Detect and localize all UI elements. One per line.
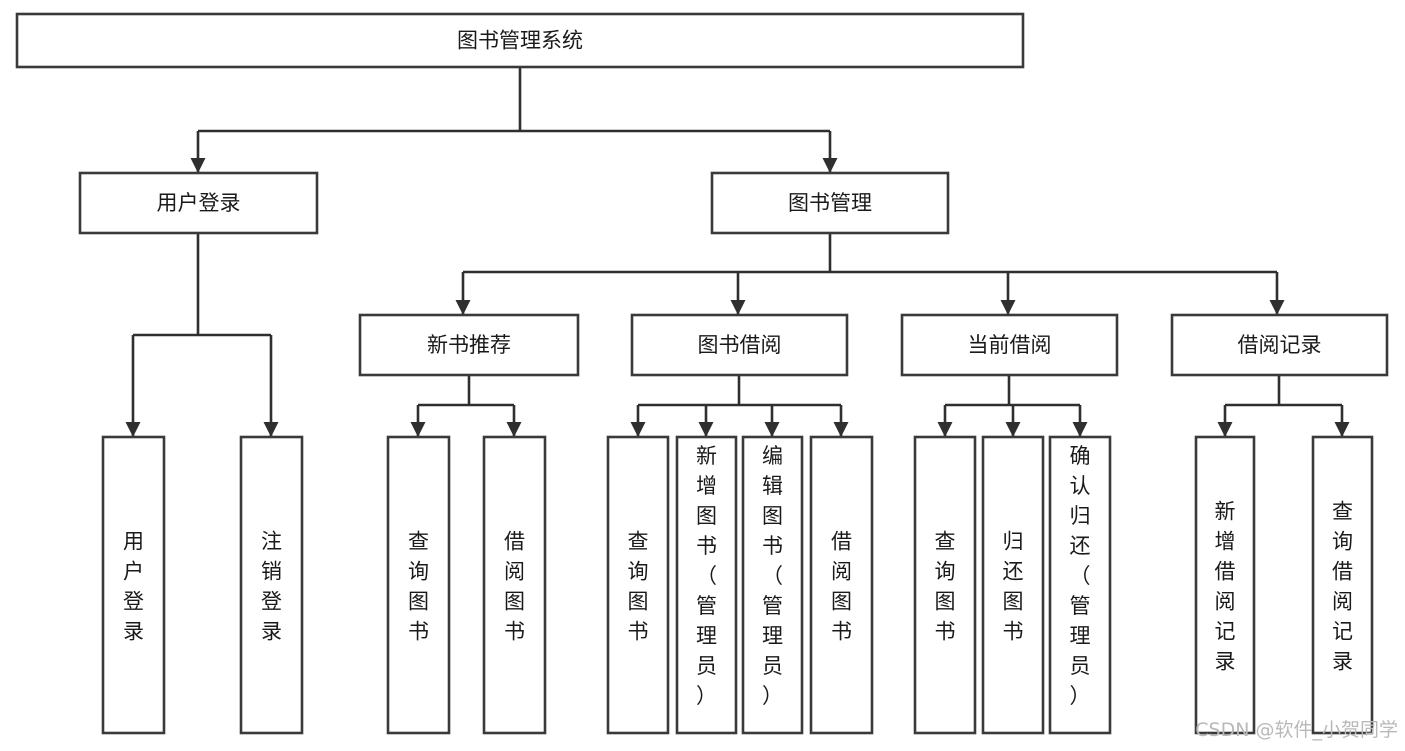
node-leaf-query-book-1[interactable]: 查询图书: [386, 435, 451, 735]
node-leaf-user-login[interactable]: 用户登录: [101, 435, 166, 735]
node-label-user-login: 用户登录: [157, 191, 241, 215]
node-box-leaf-confirm-return: [1048, 435, 1112, 735]
node-label-leaf-borrow-book-1: 借阅图书: [504, 529, 525, 643]
arrow-head-icon: [263, 422, 279, 437]
node-label-leaf-query-record: 查询借阅记录: [1332, 499, 1353, 673]
node-box-leaf-add-book: [675, 435, 738, 735]
node-box-leaf-query-book-1: [386, 435, 451, 735]
node-box-user-login: [78, 171, 319, 235]
node-leaf-add-book[interactable]: 新增图书（管理员）: [675, 435, 738, 735]
csdn-watermark: CSDN @软件_小贺同学: [1195, 719, 1398, 741]
arrow-head-icon: [1269, 300, 1285, 315]
arrow-head-icon: [1005, 422, 1021, 437]
node-box-leaf-return-book: [981, 435, 1045, 735]
connector-borrow-to-leaves: [636, 375, 843, 436]
node-box-leaf-query-book-2: [606, 435, 670, 735]
connector-root-to-level1: [196, 67, 832, 172]
node-label-leaf-return-book: 归还图书: [1003, 529, 1024, 643]
node-label-leaf-user-login: 用户登录: [123, 529, 144, 643]
arrow-head-icon: [455, 300, 471, 315]
node-layer: 图书管理系统用户登录图书管理新书推荐图书借阅当前借阅借阅记录用户登录注销登录查询…: [15, 12, 1389, 735]
arrow-head-icon: [698, 422, 714, 437]
node-leaf-borrow-book-2[interactable]: 借阅图书: [809, 435, 874, 735]
node-leaf-borrow-book-1[interactable]: 借阅图书: [482, 435, 547, 735]
node-label-book-manage: 图书管理: [788, 191, 872, 215]
node-user-login[interactable]: 用户登录: [78, 171, 319, 235]
arrow-head-icon: [1000, 300, 1016, 315]
connector-record-to-leaves: [1223, 375, 1344, 436]
arrow-head-icon: [937, 422, 953, 437]
arrow-head-icon: [1334, 422, 1350, 437]
node-label-leaf-confirm-return: 确认归还（管理员）: [1070, 444, 1091, 708]
node-label-leaf-edit-book: 编辑图书（管理员）: [762, 444, 783, 708]
node-borrow-record[interactable]: 借阅记录: [1170, 313, 1389, 377]
node-label-leaf-logout: 注销登录: [261, 529, 282, 643]
arrow-head-icon: [630, 422, 646, 437]
node-leaf-query-book-3[interactable]: 查询图书: [913, 435, 977, 735]
node-label-leaf-add-book: 新增图书（管理员）: [696, 444, 717, 708]
arrow-head-icon: [1072, 422, 1088, 437]
node-leaf-edit-book[interactable]: 编辑图书（管理员）: [741, 435, 804, 735]
arrow-head-icon: [410, 422, 426, 437]
node-leaf-confirm-return[interactable]: 确认归还（管理员）: [1048, 435, 1112, 735]
node-leaf-query-record[interactable]: 查询借阅记录: [1311, 435, 1374, 735]
arrow-head-icon: [730, 300, 746, 315]
node-box-borrow-record: [1170, 313, 1389, 377]
node-label-leaf-borrow-book-2: 借阅图书: [831, 529, 852, 643]
node-box-leaf-borrow-book-1: [482, 435, 547, 735]
node-box-leaf-query-book-3: [913, 435, 977, 735]
node-label-current-borrow: 当前借阅: [968, 333, 1052, 357]
node-leaf-return-book[interactable]: 归还图书: [981, 435, 1045, 735]
node-label-leaf-query-book-1: 查询图书: [408, 529, 429, 643]
node-box-leaf-user-login: [101, 435, 166, 735]
node-label-new-book-recommend: 新书推荐: [427, 333, 511, 357]
node-leaf-logout[interactable]: 注销登录: [239, 435, 304, 735]
node-box-book-manage: [710, 171, 950, 235]
node-new-book-recommend[interactable]: 新书推荐: [358, 313, 580, 377]
node-box-leaf-logout: [239, 435, 304, 735]
connector-layer: [125, 67, 1350, 437]
node-box-leaf-query-record: [1311, 435, 1374, 735]
node-label-leaf-query-book-2: 查询图书: [628, 529, 649, 643]
node-label-leaf-add-record: 新增借阅记录: [1215, 499, 1236, 673]
connector-book-manage-to-level2: [461, 233, 1279, 314]
node-box-new-book-recommend: [358, 313, 580, 377]
arrow-head-icon: [125, 422, 141, 437]
connector-user-login-to-leaves: [131, 233, 273, 436]
node-box-current-borrow: [900, 313, 1119, 377]
connector-recommend-to-leaves: [416, 375, 516, 436]
node-label-leaf-query-book-3: 查询图书: [935, 529, 956, 643]
arrow-head-icon: [1217, 422, 1233, 437]
node-undefined[interactable]: 图书管理系统: [15, 12, 1025, 69]
arrow-head-icon: [833, 422, 849, 437]
node-leaf-query-book-2[interactable]: 查询图书: [606, 435, 670, 735]
node-box-leaf-borrow-book-2: [809, 435, 874, 735]
node-box-undefined: [15, 12, 1025, 69]
node-label-undefined: 图书管理系统: [457, 29, 583, 53]
node-box-leaf-edit-book: [741, 435, 804, 735]
node-box-leaf-add-record: [1194, 435, 1256, 735]
arrow-head-icon: [190, 158, 206, 173]
arrow-head-icon: [506, 422, 522, 437]
node-box-book-borrow: [630, 313, 849, 377]
node-current-borrow[interactable]: 当前借阅: [900, 313, 1119, 377]
node-book-borrow[interactable]: 图书借阅: [630, 313, 849, 377]
arrow-head-icon: [822, 158, 838, 173]
node-leaf-add-record[interactable]: 新增借阅记录: [1194, 435, 1256, 735]
node-label-borrow-record: 借阅记录: [1238, 333, 1322, 357]
node-book-manage[interactable]: 图书管理: [710, 171, 950, 235]
node-label-book-borrow: 图书借阅: [698, 333, 782, 357]
arrow-head-icon: [764, 422, 780, 437]
